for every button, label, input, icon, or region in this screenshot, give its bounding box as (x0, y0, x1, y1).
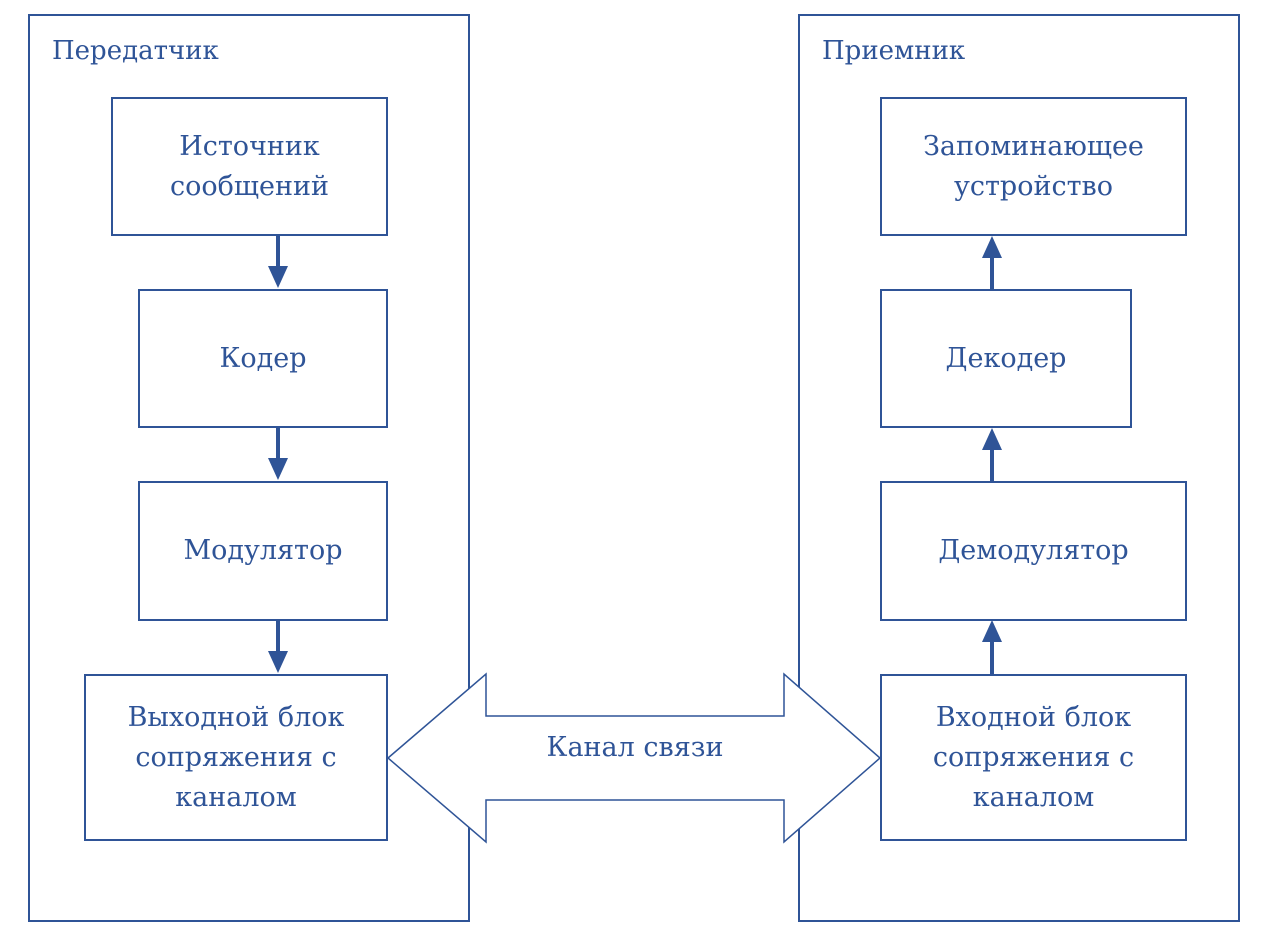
block-label-line: Входной блок (935, 701, 1132, 733)
decoder-block: Декодер (880, 289, 1132, 428)
input-interface-block: Входной блок сопряжения с каналом (880, 674, 1187, 841)
block-label-line: сопряжения с (135, 741, 337, 773)
block-label-line: устройство (953, 170, 1113, 202)
block-label-line: сообщений (170, 170, 329, 202)
block-label-line: сопряжения с (932, 741, 1135, 773)
message-source-block: Источник сообщений (111, 97, 388, 236)
demodulator-block: Демодулятор (880, 481, 1187, 621)
block-label: Декодер (945, 342, 1067, 374)
block-label-line: Выходной блок (127, 701, 345, 733)
receiver-title: Приемник (822, 36, 966, 66)
block-label-line: Запоминающее (923, 130, 1144, 162)
block-label: Модулятор (183, 535, 343, 566)
transmitter-title: Передатчик (52, 36, 219, 66)
output-interface-block: Выходной блок сопряжения с каналом (84, 674, 388, 841)
block-label-line: каналом (175, 781, 297, 813)
block-label: Демодулятор (938, 535, 1129, 566)
block-label-line: каналом (972, 781, 1095, 813)
coder-block: Кодер (138, 289, 388, 428)
block-label: Кодер (219, 342, 307, 374)
storage-device-block: Запоминающее устройство (880, 97, 1187, 236)
modulator-block: Модулятор (138, 481, 388, 621)
block-label-line: Источник (179, 130, 320, 162)
channel-label: Канал связи (546, 732, 724, 763)
